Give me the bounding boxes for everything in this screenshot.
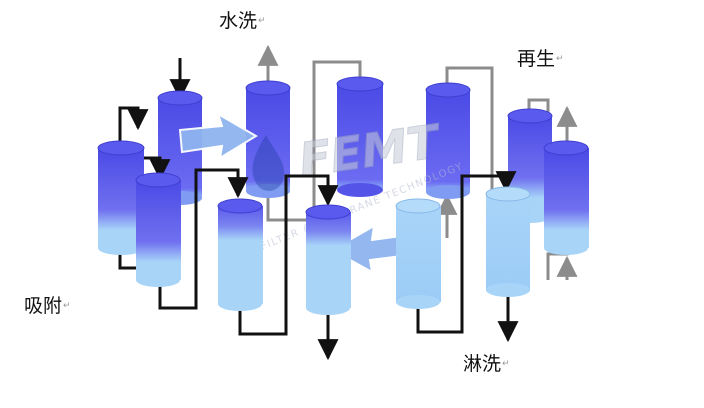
label-water-wash-text: 水洗	[219, 10, 258, 32]
column-front-3	[217, 198, 263, 311]
column-front-5	[395, 198, 441, 309]
return-mark: ↵	[502, 359, 510, 369]
column-back-6	[543, 140, 589, 255]
label-adsorption: 吸附↵	[24, 291, 71, 318]
flow-lines-front	[118, 106, 519, 361]
label-rinse-text: 淋洗	[463, 353, 502, 375]
label-water-wash: 水洗↵	[219, 6, 266, 33]
label-rinse: 淋洗↵	[463, 349, 510, 376]
label-regeneration: 再生↵	[517, 44, 564, 71]
column-back-2	[245, 80, 291, 198]
return-mark: ↵	[556, 54, 564, 64]
return-mark: ↵	[63, 301, 71, 311]
rotation-arrow-right	[178, 111, 258, 160]
column-front-6	[485, 186, 531, 297]
column-back-4	[425, 82, 471, 199]
label-regeneration-text: 再生	[517, 48, 556, 70]
column-front-2	[135, 172, 181, 287]
column-front-4	[305, 204, 351, 315]
label-adsorption-text: 吸附	[24, 295, 63, 317]
column-back-3	[336, 76, 384, 197]
return-mark: ↵	[258, 16, 266, 26]
